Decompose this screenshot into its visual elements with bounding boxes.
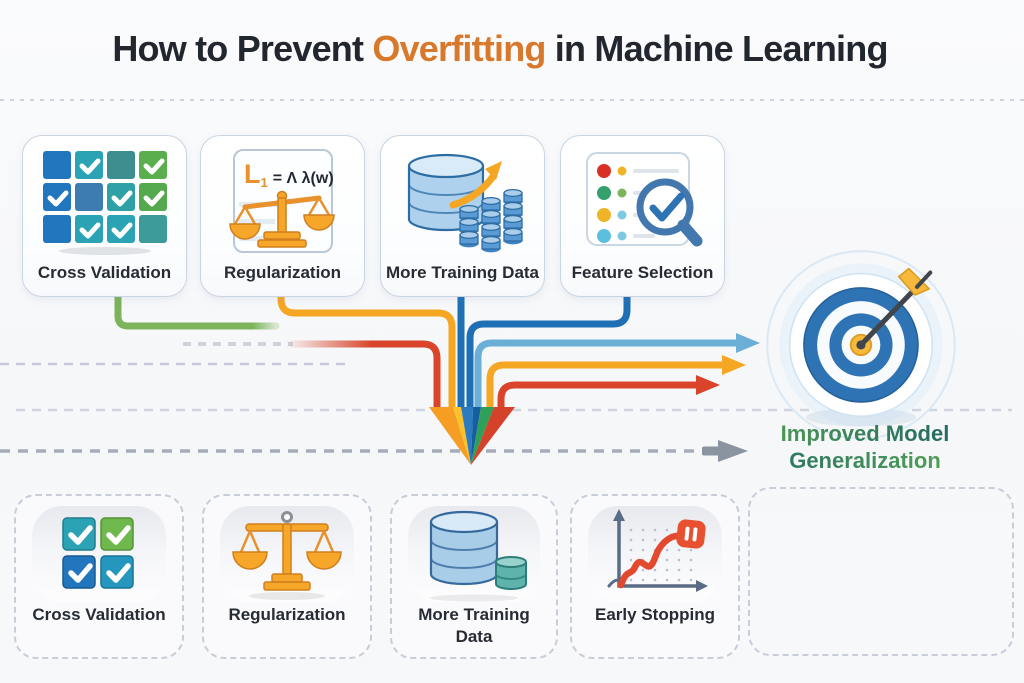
red-connector-left: [285, 340, 441, 407]
card-more-training-data-top: More Training Data: [380, 135, 545, 297]
growth-arrow: [449, 171, 497, 209]
orange-connector-regularization: [277, 294, 456, 407]
l1-regularization-formula: L1= Λ λ(w): [244, 159, 334, 190]
card-regularization-bottom: Regularization: [202, 494, 372, 659]
pause-button-glyph: [676, 519, 706, 549]
card-regularization-top: L1= Λ λ(w) Regularization: [200, 135, 365, 297]
sky-arrow-line: [474, 339, 738, 407]
database-stack-icon: [408, 506, 540, 602]
outcome-line2: Generalization: [740, 447, 990, 474]
early-stopping-curve-icon: [588, 506, 722, 602]
card-label: Feature Selection: [571, 263, 714, 282]
feature-list-magnifier-icon: [561, 146, 724, 256]
checkbox-grid-icon: [23, 146, 186, 256]
card-more-training-data-bottom: More Training Data: [390, 494, 558, 659]
card-label: Regularization: [228, 605, 346, 624]
outcome-text: Improved Model Generalization: [740, 420, 990, 474]
orange-arrow-line: [486, 361, 724, 407]
blue-connector-feature-selection: [466, 294, 631, 407]
card-cross-validation-top: Cross Validation: [22, 135, 187, 297]
loss-curve: [617, 531, 684, 589]
balance-scale-formula-icon: L1= Λ λ(w): [201, 146, 364, 256]
magnifier-check-glyph: [636, 178, 702, 247]
page-title: How to Prevent Overfitting in Machine Le…: [0, 28, 1000, 70]
card-label: Early Stopping: [595, 605, 715, 624]
orange-arrowhead-icon: [722, 355, 746, 375]
converging-down-arrow-icon: [429, 407, 515, 465]
green-connector-cross-validation: [114, 290, 280, 330]
card-cross-validation-bottom: Cross Validation: [14, 494, 184, 659]
card-label: Cross Validation: [32, 605, 166, 624]
sky-arrowhead-icon: [736, 333, 760, 353]
card-early-stopping-bottom: Early Stopping: [570, 494, 740, 659]
database-growth-icon: [381, 146, 544, 256]
title-highlight: Overfitting: [372, 28, 546, 69]
title-pre: How to Prevent: [112, 28, 373, 69]
red-arrowhead-icon: [696, 375, 720, 395]
checkbox-2x2-icon: [32, 506, 166, 602]
card-label: Cross Validation: [37, 263, 172, 282]
title-post: in Machine Learning: [545, 28, 889, 69]
card-feature-selection-top: Feature Selection: [560, 135, 725, 297]
target-arrow-icon: [756, 246, 970, 455]
card-label: More Training Data: [418, 605, 530, 647]
balance-scale-icon: [220, 506, 354, 602]
card-label: Regularization: [223, 263, 342, 282]
outcome-line1: Improved Model: [740, 420, 990, 447]
gray-arrowhead-icon: [702, 440, 748, 462]
card-label: More Training Data: [385, 263, 540, 282]
red-arrow-line: [497, 381, 698, 407]
scale-glyph: [228, 190, 335, 248]
card-empty-placeholder: [748, 487, 1014, 656]
